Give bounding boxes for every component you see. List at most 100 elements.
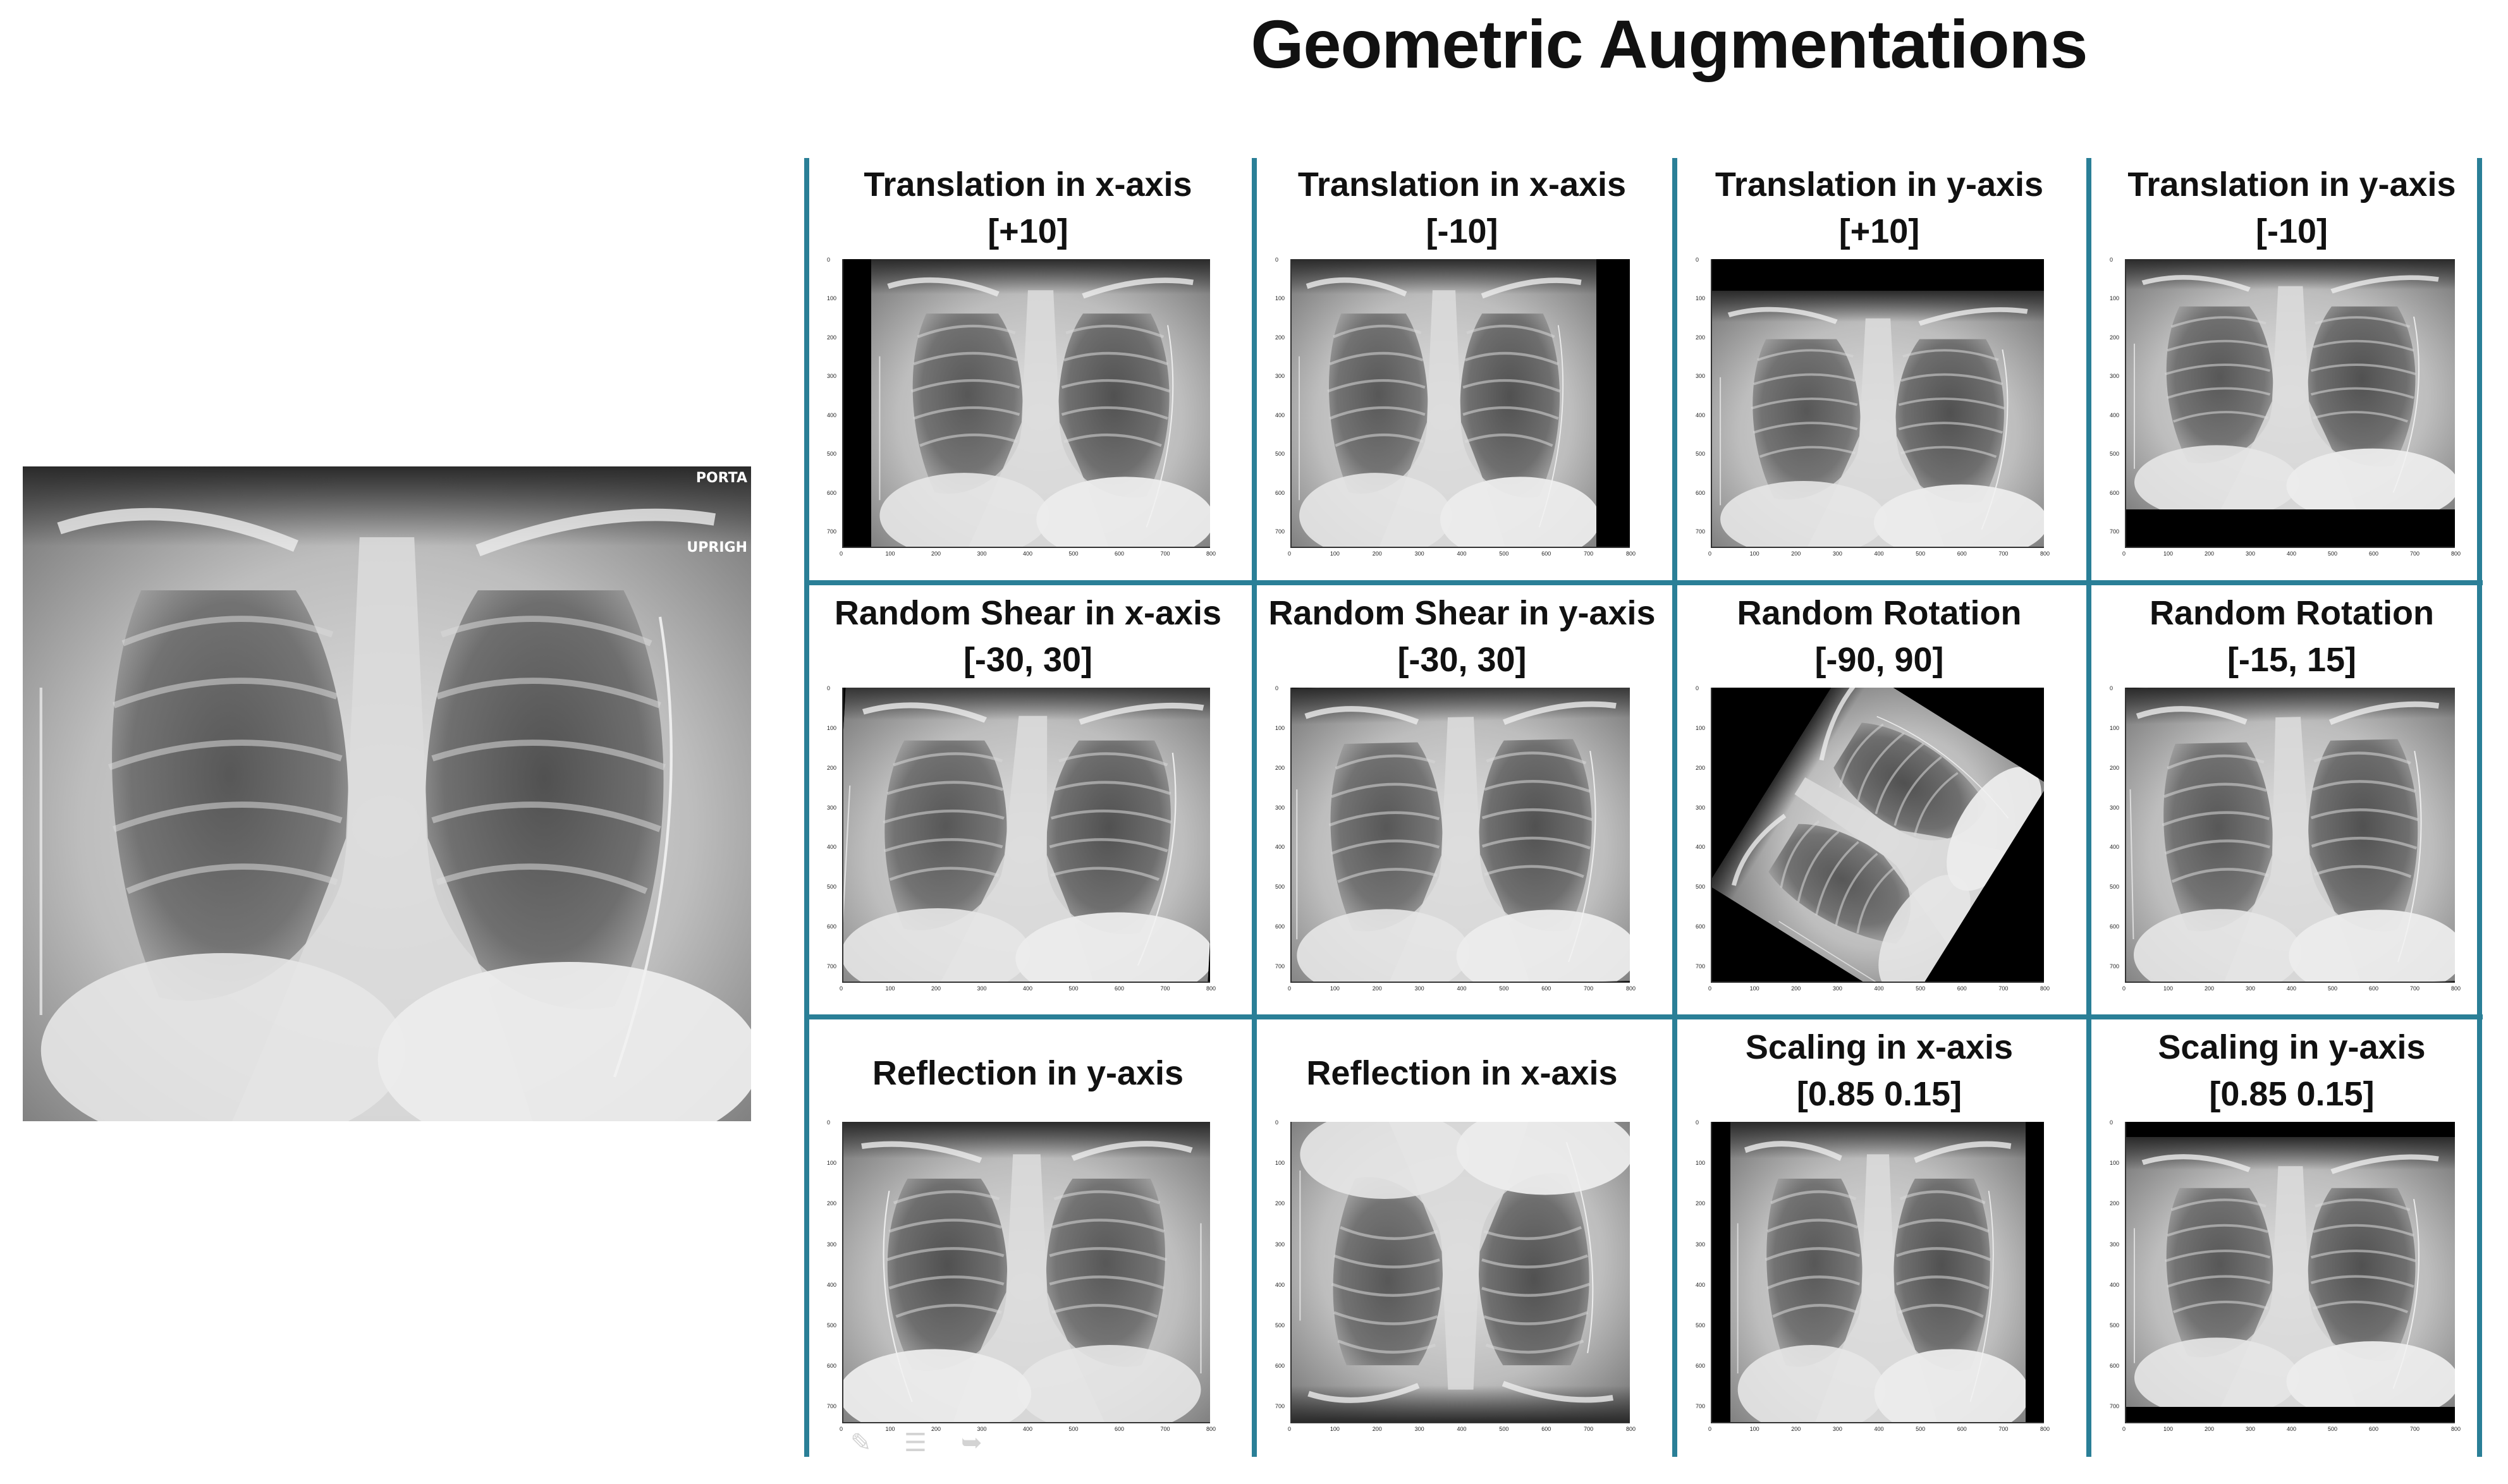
x-tick-label: 600 <box>1957 1426 1967 1432</box>
y-axis-line <box>842 1122 843 1422</box>
y-tick-label: 200 <box>827 334 837 341</box>
x-tick-label: 500 <box>2328 1426 2338 1432</box>
y-tick-label: 400 <box>1696 411 1706 418</box>
x-tick-label: 400 <box>1023 550 1033 557</box>
y-tick-label: 500 <box>2110 884 2120 891</box>
x-tick-label: 400 <box>1457 550 1467 557</box>
augmented-xray-plot <box>1712 688 2044 982</box>
y-tick-label: 500 <box>1696 884 1706 891</box>
augmentation-cell: Translation in y-axis[-10] <box>2089 158 2494 581</box>
y-tick-label: 700 <box>827 528 837 535</box>
grid-divider-vertical <box>2086 158 2091 1457</box>
augmented-xray-image <box>1712 291 2044 547</box>
x-tick-label: 800 <box>2451 550 2461 557</box>
y-axis-line <box>2125 688 2126 982</box>
cell-parameter: [-90, 90] <box>1814 641 1944 679</box>
grid-divider-vertical <box>1252 158 1257 1457</box>
y-tick-label: 100 <box>1696 295 1706 302</box>
y-tick-label: 200 <box>1275 334 1285 341</box>
faded-menu-icon: ☰ <box>904 1429 927 1457</box>
y-tick-label: 100 <box>827 724 837 731</box>
x-axis-line <box>1290 547 1630 548</box>
x-tick-label: 0 <box>1708 1426 1712 1432</box>
x-tick-label: 400 <box>1874 550 1884 557</box>
y-tick-label: 400 <box>1275 1281 1285 1288</box>
x-tick-label: 300 <box>1832 550 1842 557</box>
y-tick-label: 500 <box>2110 1322 2120 1329</box>
y-tick-label: 100 <box>1275 1160 1285 1167</box>
y-axis-line <box>842 259 843 547</box>
x-tick-label: 0 <box>840 1426 843 1432</box>
y-tick-label: 100 <box>2110 1160 2120 1167</box>
y-tick-label: 600 <box>2110 923 2120 930</box>
cell-title: Translation in y-axis <box>2127 166 2456 204</box>
cell-parameter: [+10] <box>1838 212 1920 250</box>
augmented-xray-image <box>2126 259 2455 509</box>
x-tick-label: 100 <box>1330 1426 1340 1432</box>
x-tick-label: 600 <box>1957 550 1967 557</box>
x-tick-label: 400 <box>1874 985 1884 992</box>
y-tick-label: 400 <box>2110 844 2120 851</box>
y-axis-line <box>1711 259 1712 547</box>
grid-divider-horizontal <box>804 580 2483 585</box>
grid-divider-vertical <box>2477 158 2482 1457</box>
x-tick-label: 700 <box>2410 1426 2420 1432</box>
y-tick-label: 0 <box>827 257 831 263</box>
x-tick-label: 200 <box>1791 550 1801 557</box>
y-tick-label: 400 <box>827 1281 837 1288</box>
x-tick-label: 500 <box>1499 1426 1509 1432</box>
x-tick-label: 300 <box>1414 550 1424 557</box>
x-tick-label: 600 <box>2369 550 2379 557</box>
x-tick-label: 300 <box>977 550 987 557</box>
x-tick-label: 200 <box>931 550 941 557</box>
augmentation-cell: Random Rotation[-15, 15] <box>2089 587 2494 1016</box>
x-tick-label: 500 <box>2328 550 2338 557</box>
x-tick-label: 200 <box>2205 985 2215 992</box>
y-tick-label: 200 <box>827 764 837 771</box>
y-axis-line <box>1290 688 1292 982</box>
y-tick-label: 500 <box>1696 1322 1706 1329</box>
cell-title: Translation in x-axis <box>864 166 1192 204</box>
cell-parameter: [-30, 30] <box>963 641 1093 679</box>
y-tick-label: 100 <box>2110 295 2120 302</box>
y-tick-label: 100 <box>1696 724 1706 731</box>
x-tick-label: 800 <box>2040 1426 2050 1432</box>
y-tick-label: 500 <box>2110 451 2120 458</box>
x-tick-label: 100 <box>2163 985 2174 992</box>
x-tick-label: 600 <box>1541 550 1551 557</box>
augmented-xray-image <box>1292 1122 1630 1422</box>
x-tick-label: 500 <box>1916 550 1926 557</box>
y-axis-line <box>1290 259 1292 547</box>
y-tick-label: 400 <box>1696 1281 1706 1288</box>
x-tick-label: 800 <box>2451 1426 2461 1432</box>
y-tick-label: 600 <box>827 489 837 496</box>
y-axis-line <box>1711 1122 1712 1422</box>
y-tick-label: 300 <box>827 804 837 811</box>
augmentation-cell: Random Shear in y-axis[-30, 30] <box>1255 587 1669 1016</box>
x-tick-label: 700 <box>1160 985 1170 992</box>
x-axis-line <box>1711 547 2044 548</box>
x-tick-label: 0 <box>2122 550 2126 557</box>
x-tick-label: 600 <box>1115 985 1125 992</box>
x-tick-label: 400 <box>1457 985 1467 992</box>
x-tick-label: 300 <box>977 1426 987 1432</box>
x-tick-label: 700 <box>1160 1426 1170 1432</box>
y-tick-label: 500 <box>827 451 837 458</box>
x-tick-label: 700 <box>1584 985 1594 992</box>
x-tick-label: 300 <box>1414 1426 1424 1432</box>
x-tick-label: 0 <box>1288 550 1292 557</box>
y-tick-label: 0 <box>827 685 831 691</box>
y-tick-label: 400 <box>1275 411 1285 418</box>
y-tick-label: 400 <box>827 411 837 418</box>
y-tick-label: 500 <box>827 1322 837 1329</box>
augmented-xray-plot <box>1712 1122 2044 1422</box>
x-tick-label: 0 <box>840 985 843 992</box>
x-tick-label: 200 <box>1791 985 1801 992</box>
x-tick-label: 800 <box>1206 550 1216 557</box>
cell-parameter: [0.85 0.15] <box>1796 1075 1962 1113</box>
cell-title: Random Shear in x-axis <box>834 594 1222 632</box>
grid-divider-vertical <box>804 158 809 1457</box>
x-axis-line <box>842 547 1210 548</box>
x-tick-label: 400 <box>2287 985 2297 992</box>
cell-title: Random Rotation <box>2150 594 2434 632</box>
